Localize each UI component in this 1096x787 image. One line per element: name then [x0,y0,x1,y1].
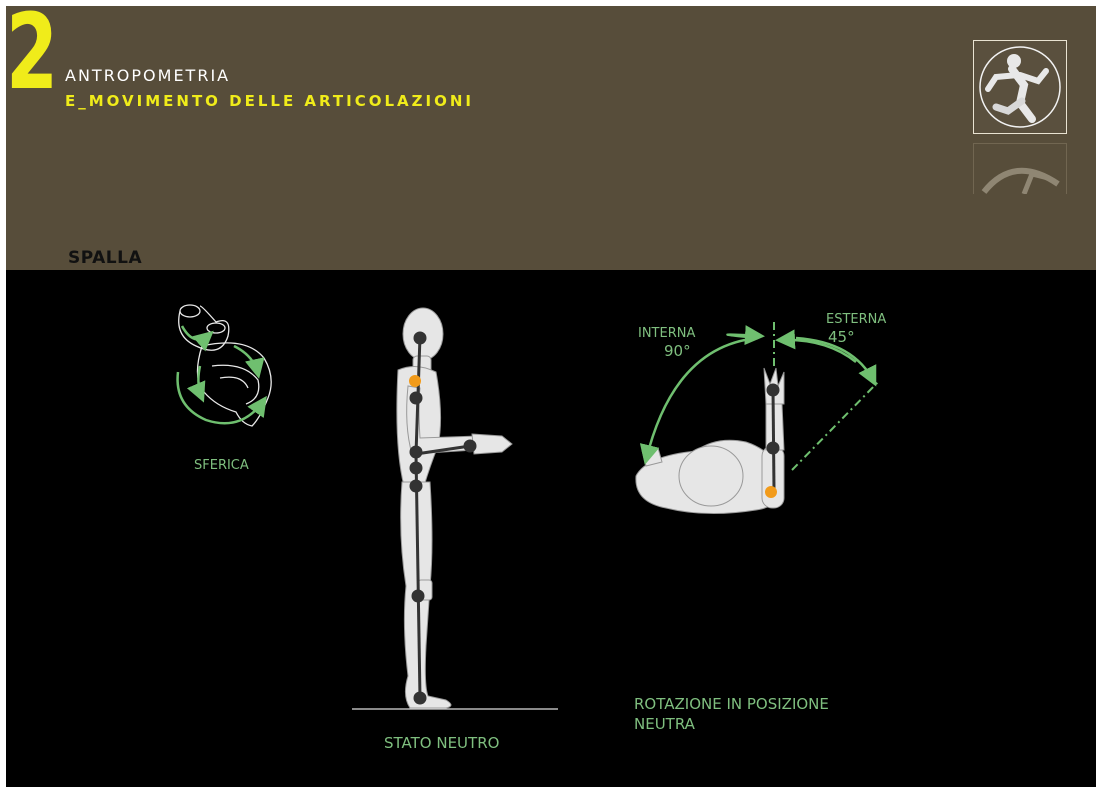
slide: 2 ANTROPOMETRIA E_MOVIMENTO DELLE ARTICO… [6,6,1096,787]
diagrams [6,6,1096,787]
standing-figure [397,308,512,708]
internal-rotation-value: 90° [664,342,691,360]
rotation-caption: ROTAZIONE IN POSIZIONE NEUTRA [634,694,894,734]
shoulder-joint-marker-top [765,486,777,498]
shoulder-joint-marker [409,375,421,387]
standing-caption: STATO NEUTRO [384,734,499,752]
joint-type-label: SFERICA [194,458,249,473]
external-rotation-label: ESTERNA [826,312,886,327]
internal-rotation-label: INTERNA [638,326,695,341]
external-rotation-value: 45° [828,328,855,346]
top-view-figure [636,368,784,514]
rotation-arrows [178,326,264,423]
